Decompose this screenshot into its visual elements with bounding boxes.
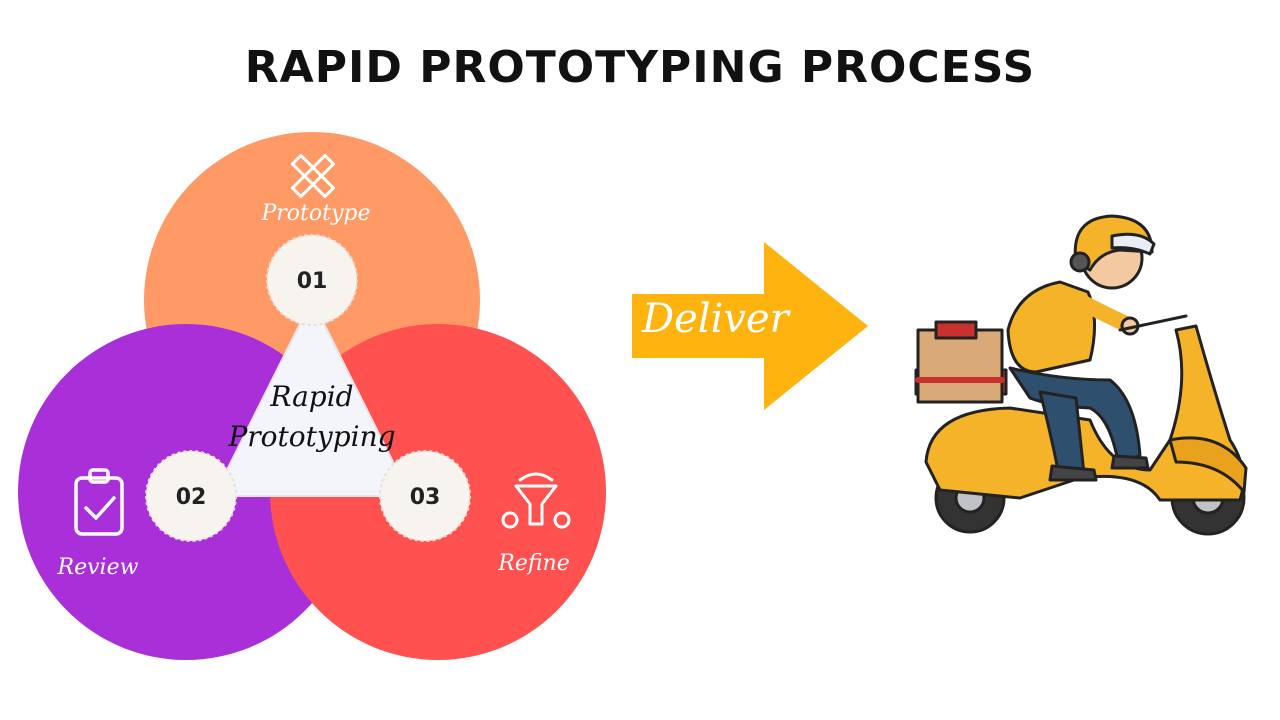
center-triangle [212, 297, 412, 497]
center-label-line1: Rapid [269, 380, 353, 413]
pencil-ruler-icon [290, 153, 336, 199]
badge-number: 02 [176, 485, 207, 510]
badge-01: 01 [266, 234, 358, 326]
filter-gears-icon [501, 472, 571, 529]
deliver-label: Deliver [642, 296, 789, 342]
step-label-prototype: Prototype [260, 201, 370, 226]
badge-number: 03 [410, 485, 441, 510]
deliver-arrow [632, 242, 868, 410]
badge-03: 03 [379, 450, 471, 542]
badge-number: 01 [297, 269, 328, 294]
clipboard-check-icon [74, 468, 124, 536]
page-title: RAPID PROTOTYPING PROCESS [244, 42, 1036, 93]
delivery-scooter-icon [914, 214, 1248, 536]
center-label-line2: Prototyping [227, 420, 395, 453]
step-label-review: Review [57, 555, 139, 580]
step-label-refine: Refine [497, 551, 569, 576]
badge-02: 02 [145, 450, 237, 542]
